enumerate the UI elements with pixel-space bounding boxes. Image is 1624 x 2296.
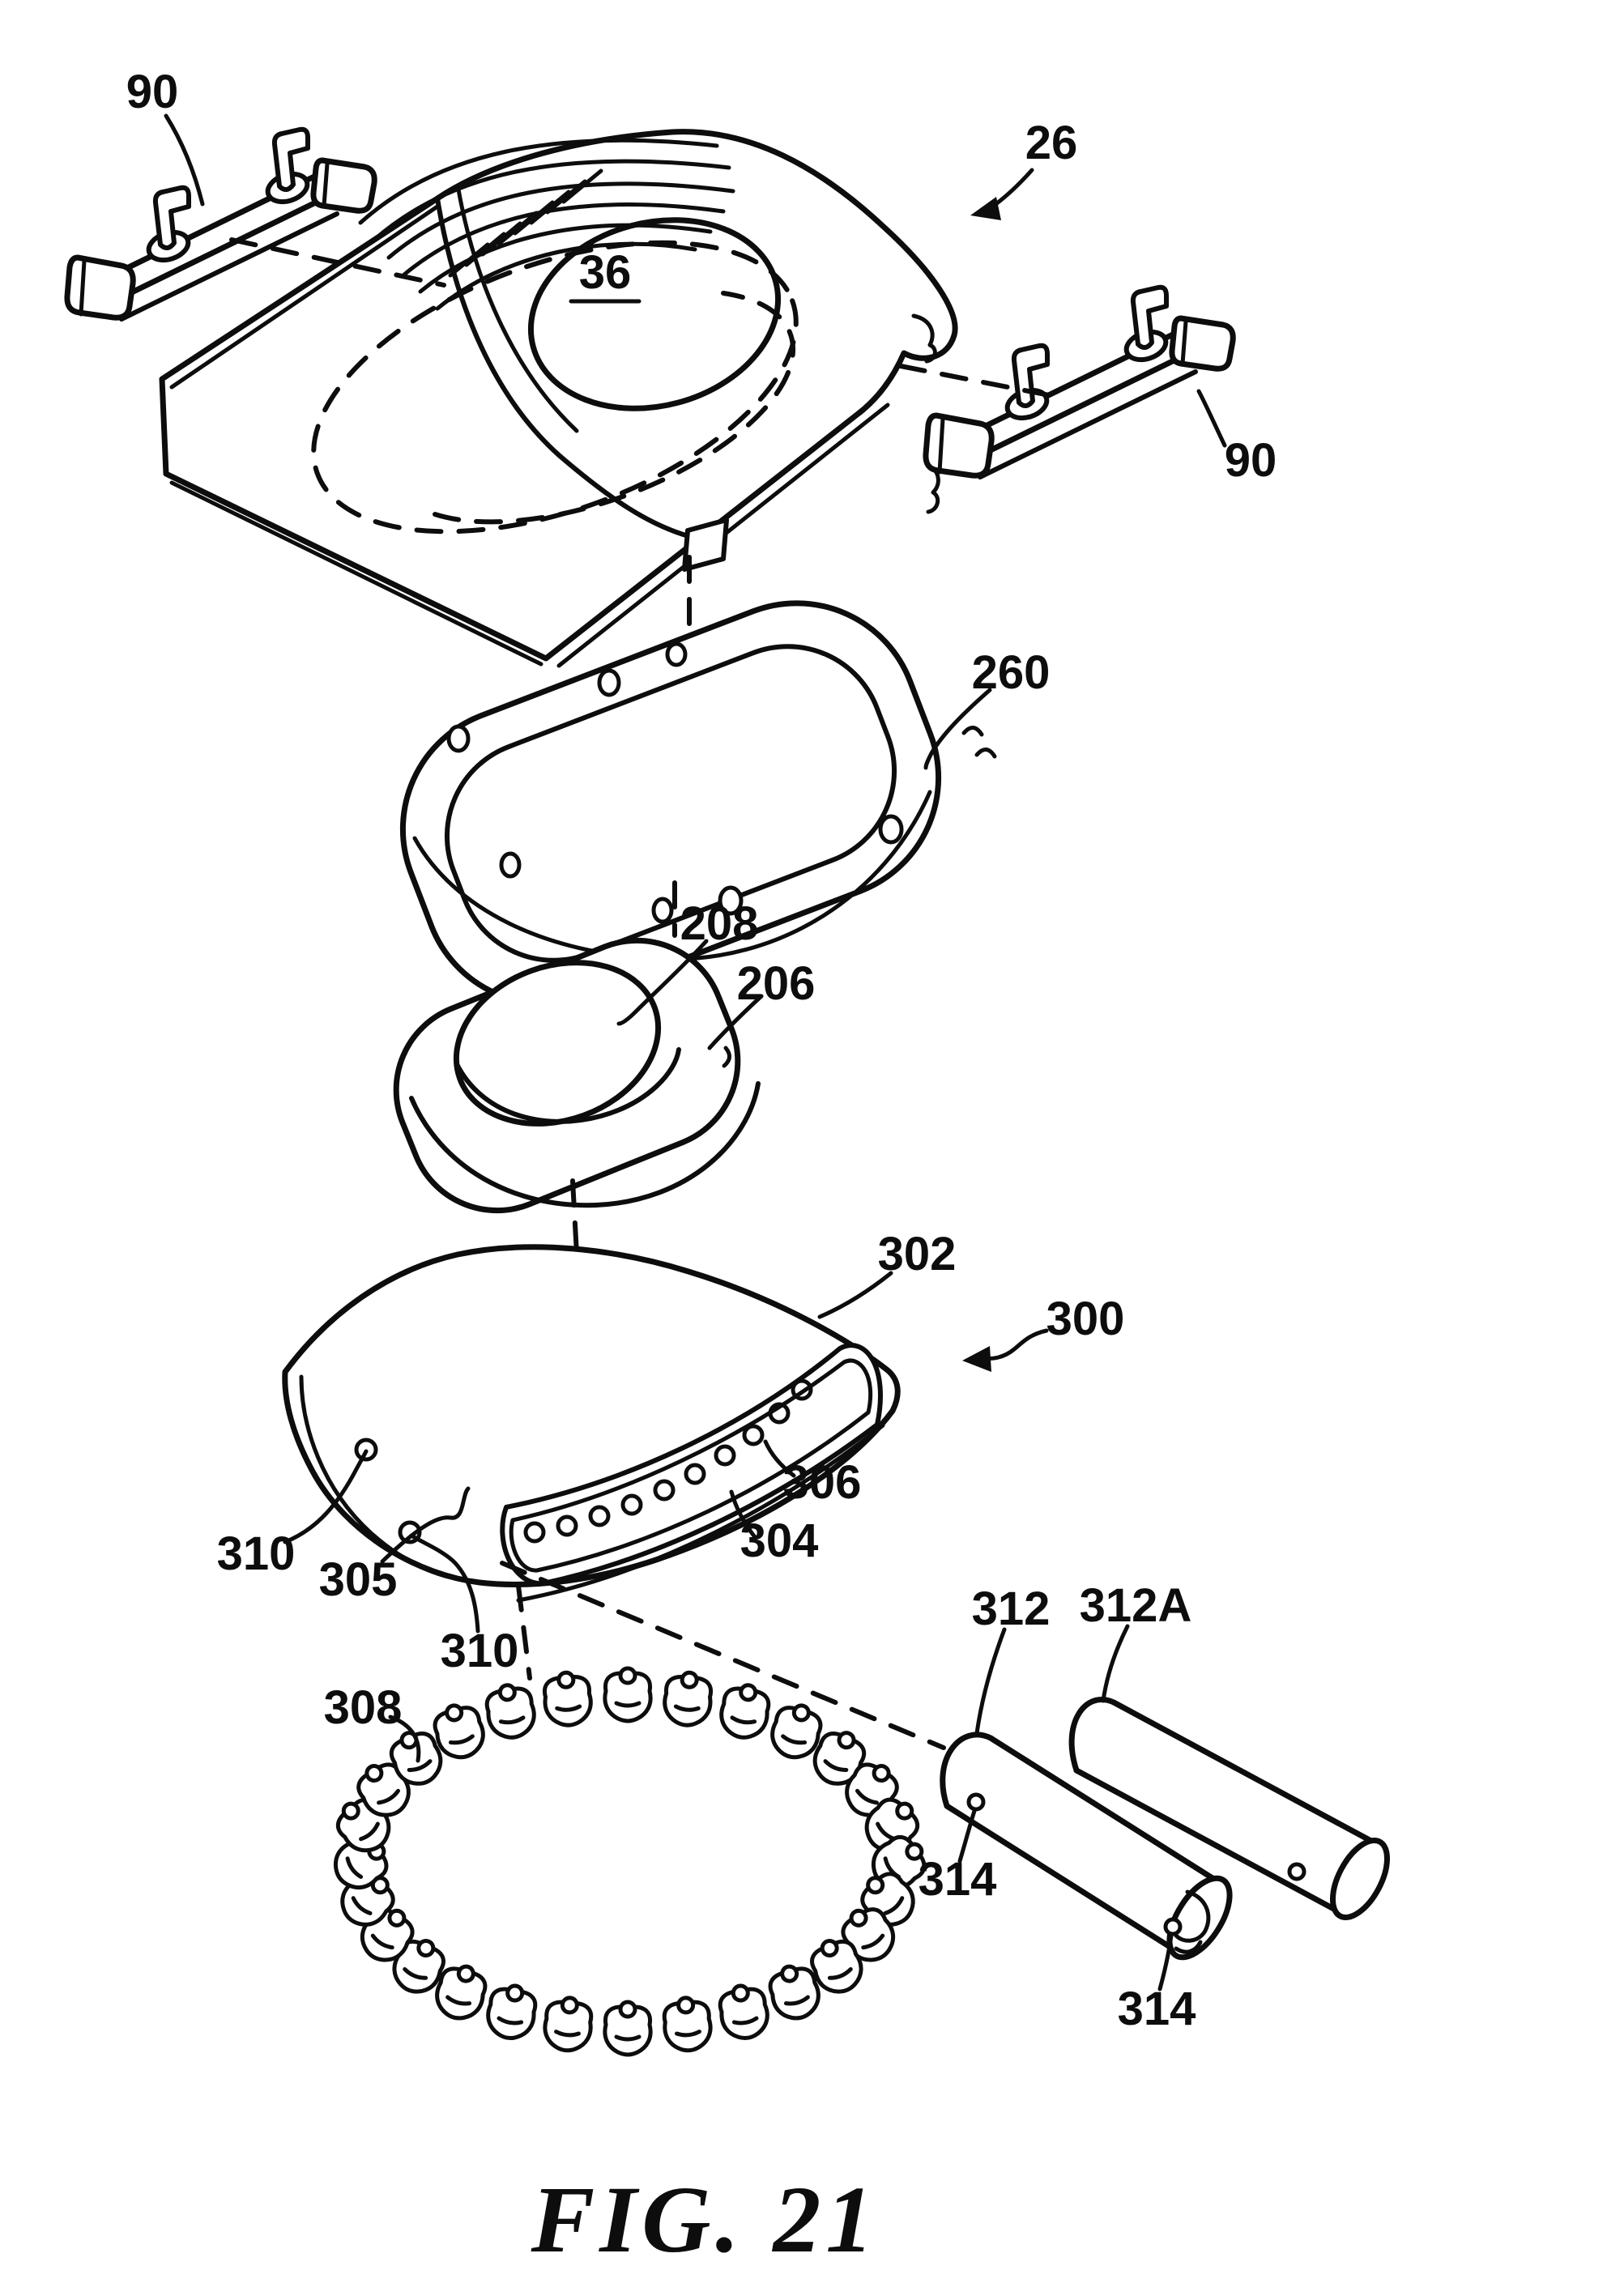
ref-label-305: 305 — [319, 1553, 398, 1606]
ref-label-36: 36 — [579, 246, 632, 299]
ref-label-308: 308 — [324, 1681, 403, 1734]
ref-label-90-right: 90 — [1225, 434, 1277, 487]
ring-pegs — [446, 641, 997, 924]
ref-label-310-left: 310 — [217, 1527, 296, 1580]
pin-314-rear — [1163, 1917, 1183, 1936]
dash-housing-to-clip-right — [898, 364, 1068, 401]
roller-312-front-cap — [940, 1732, 994, 1809]
grille-hatch — [448, 168, 603, 278]
pad-208-rim — [454, 1047, 681, 1124]
ref-label-310-bottom: 310 — [441, 1625, 519, 1677]
bead-chain-308 — [326, 1668, 934, 2055]
dash-clip-left-to-housing — [229, 237, 446, 288]
chain-bead — [543, 1671, 593, 1727]
dash-centerline-4 — [516, 1583, 532, 1680]
ref-label-314-bottom: 314 — [1118, 1983, 1196, 2035]
chain-bead — [663, 1996, 713, 2052]
hidden-outline-dashed — [311, 240, 799, 535]
figure-caption: FIG. 21 — [531, 2166, 879, 2273]
ref-label-304: 304 — [740, 1514, 819, 1567]
roller-312A-end — [1329, 1837, 1391, 1921]
ref-label-306: 306 — [783, 1456, 862, 1509]
pin-nub — [1287, 1862, 1306, 1881]
pad-206-rim — [409, 1081, 761, 1208]
chain-bead — [484, 1681, 538, 1741]
reference-labels: 90 26 36 90 260 208 206 302 300 306 304 … — [126, 66, 1277, 2035]
roller-312 — [940, 1732, 1233, 1961]
ref-label-90-left: 90 — [126, 66, 179, 118]
ref-label-260: 260 — [972, 646, 1051, 699]
roller-312-groove — [1174, 1889, 1211, 1943]
roller-312A-front-cap — [1068, 1697, 1117, 1774]
chain-bead — [484, 1982, 539, 2042]
ring-inner — [444, 644, 897, 963]
ref-label-302: 302 — [878, 1228, 957, 1280]
end-hook-detail — [911, 313, 937, 364]
ref-label-26: 26 — [1025, 117, 1078, 169]
oval-opening-36 — [527, 217, 782, 411]
ring-outer — [399, 600, 942, 1007]
dome-base-arc — [435, 196, 691, 539]
leader-lines — [164, 113, 1227, 1991]
chain-bead — [543, 1996, 594, 2052]
ref-label-314-left: 314 — [919, 1853, 997, 1906]
ref-label-208: 208 — [680, 897, 759, 950]
chain-bead — [605, 2002, 650, 2055]
arrowhead-26 — [970, 197, 1001, 220]
roller-312-end — [1166, 1875, 1233, 1961]
edge-step-notch — [682, 518, 729, 572]
dash-case-to-roller — [500, 1561, 946, 1750]
insert-pad-208 — [453, 960, 681, 1127]
assembly-dashed-lines — [229, 237, 1068, 1750]
ref-label-206: 206 — [737, 957, 816, 1010]
shell-case-300 — [282, 1244, 901, 1603]
chain-bead — [663, 1671, 713, 1727]
perforations-306 — [523, 1378, 813, 1544]
chain-bead — [717, 1982, 771, 2042]
ref-label-300: 300 — [1046, 1293, 1125, 1345]
case-flange-edge — [516, 1423, 885, 1603]
retainer-clip-90-right — [926, 288, 1233, 477]
case-inner-edge — [299, 1374, 468, 1582]
dash-centerline-3 — [570, 1178, 579, 1256]
ref-label-312: 312 — [972, 1582, 1051, 1635]
arrowhead-300 — [962, 1346, 991, 1372]
roller-312A — [1068, 1697, 1391, 1921]
chain-bead — [605, 1668, 650, 1721]
ref-label-312A: 312A — [1080, 1579, 1192, 1632]
cover-housing-26 — [159, 129, 958, 668]
pin-314-front — [966, 1792, 986, 1812]
chain-bead — [718, 1681, 772, 1741]
slot-304-inner — [509, 1358, 873, 1573]
